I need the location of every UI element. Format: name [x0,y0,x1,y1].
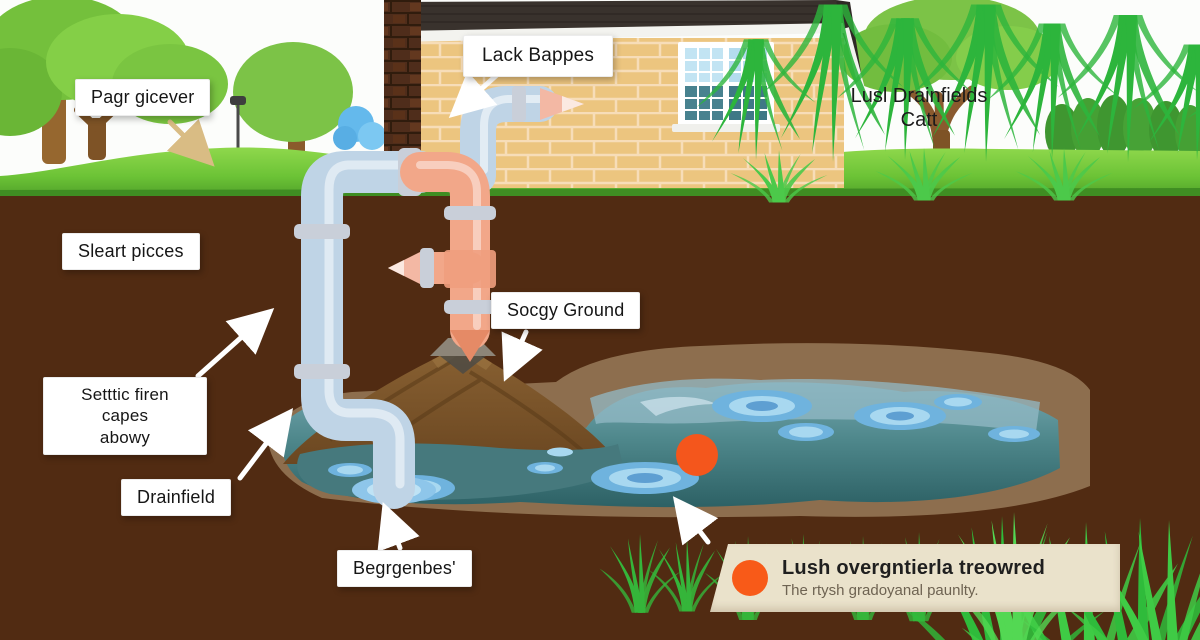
legend-title: Lush overgntierla treowred [782,557,1046,579]
callout-septic-capes: Setttic firen capes abowy [43,377,207,455]
lack-pipes-arrow [448,71,501,119]
water-ripples [328,390,1040,501]
lush-drainfields-line1: Lusl Drainfields [850,85,988,107]
legend: Lush overgntierla treowred The rtysh gra… [710,544,1120,612]
power-arrow [166,118,215,167]
callout-lush-drainfields: Lusl Drainfields Catt [828,84,1010,132]
septic-capes-arrow [195,308,275,379]
orange-pipe [388,152,496,362]
hedge [1045,95,1200,160]
septic-capes-line1: Setttic firen capes [81,385,169,426]
small-round-tree [233,42,353,158]
lush-drainfields-line2: Catt [900,109,938,131]
callout-soggy-ground: Socgy Ground [491,292,641,329]
orange-marker-dot [676,434,718,476]
legend-arrow [672,496,719,546]
callout-power: Pagr gicever [75,79,211,116]
callout-septic-pieces: Sleart picces [62,233,200,270]
callout-drainfield: Drainfield [121,479,232,516]
callout-pipe-bottom: Begrgenbes' [337,550,472,587]
pipe-tip [450,330,490,362]
callout-arrows [166,71,719,552]
pipe-bottom-arrow [377,501,420,552]
drainfield-arrow [237,408,294,481]
legend-subtitle: The rtysh gradoyanal paunlty. [782,582,979,599]
septic-capes-line2: abowy [99,427,151,447]
lamp-post-icon [230,96,246,150]
legend-marker-icon [732,560,768,596]
blue-bush [333,106,386,150]
legend-texts: Lush overgntierla treowred The rtysh gra… [782,557,1045,599]
soggy-ground-arrow [501,329,543,382]
callout-lack-pipes: Lack Bappes [463,35,614,77]
